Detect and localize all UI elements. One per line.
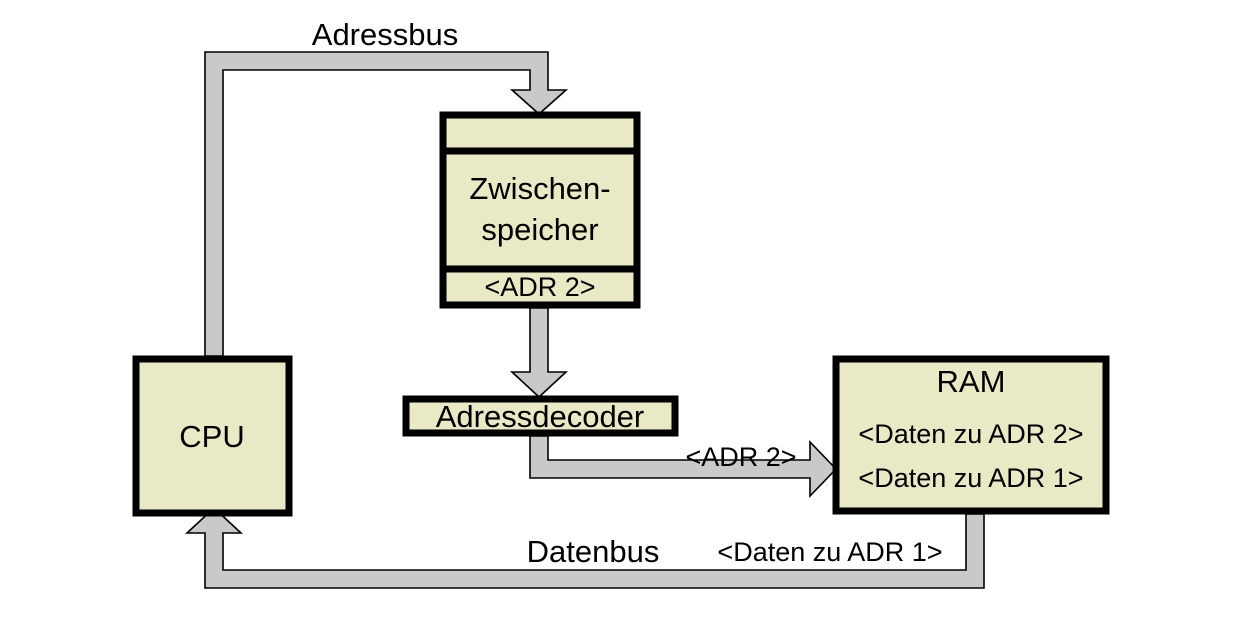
ram-title-label: RAM [937, 364, 1006, 399]
address-bus-path [204, 51, 569, 357]
cpu-label: CPU [179, 419, 244, 454]
data-bus-label: Datenbus [527, 534, 660, 569]
ram-box[interactable] [832, 355, 1110, 515]
zwischenspeicher-label-line2: speicher [481, 212, 598, 247]
zwischenspeicher-value-label: <ADR 2> [484, 272, 595, 302]
ram-to-cpu-label: <Daten zu ADR 1> [717, 537, 942, 567]
buffer-to-decoder-arrow [509, 307, 569, 399]
ram-row2-label: <Daten zu ADR 1> [858, 463, 1083, 493]
adressdecoder-box[interactable] [402, 395, 679, 437]
cpu-box[interactable] [132, 355, 293, 517]
decoder-to-ram-label: <ADR 2> [685, 442, 796, 472]
zwischenspeicher-box[interactable] [439, 111, 641, 309]
address-bus-label: Adressbus [312, 17, 458, 52]
data-bus-path [184, 506, 985, 589]
ram-row1-label: <Daten zu ADR 2> [858, 419, 1083, 449]
adressdecoder-label: Adressdecoder [436, 399, 645, 434]
decoder-to-ram-arrow [529, 435, 838, 498]
zwischenspeicher-label-line1: Zwischen- [469, 171, 610, 206]
